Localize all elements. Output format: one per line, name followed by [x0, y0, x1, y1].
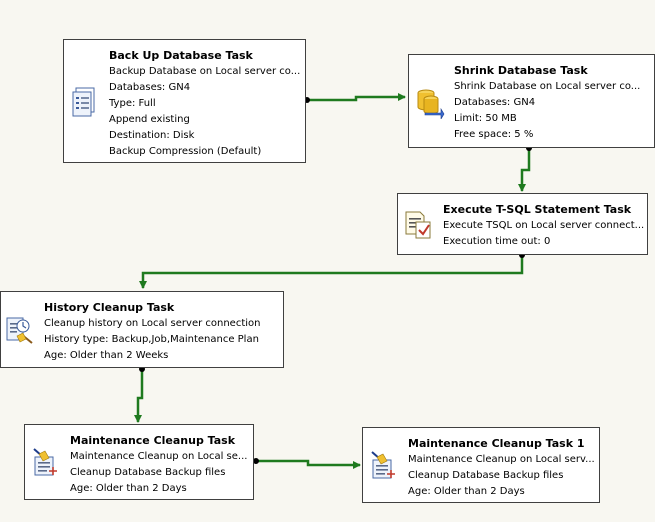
task-property: Databases: GN4	[454, 97, 536, 108]
connector-maint-to-maint1[interactable]	[256, 459, 361, 469]
task-backup-database[interactable]: Back Up Database Task Backup Database on…	[63, 39, 306, 163]
task-description: Backup Database on Local server co...	[109, 66, 301, 77]
task-title: Back Up Database Task	[109, 49, 253, 62]
connector-history-to-maint[interactable]	[134, 369, 144, 423]
task-property: Age: Older than 2 Days	[70, 483, 187, 494]
task-title: Maintenance Cleanup Task	[70, 434, 236, 447]
connector-shrink-to-tsql[interactable]	[518, 148, 531, 192]
connector-backup-to-shrink[interactable]	[307, 93, 406, 102]
maintenance-cleanup-icon	[31, 447, 61, 479]
task-title: History Cleanup Task	[44, 301, 175, 314]
task-property: Cleanup Database Backup files	[408, 470, 564, 481]
task-description: Cleanup history on Local server connecti…	[44, 318, 261, 329]
backup-database-icon	[71, 86, 101, 118]
task-title: Maintenance Cleanup Task 1	[408, 437, 585, 450]
task-shrink-database[interactable]: Shrink Database Task Shrink Database on …	[408, 54, 655, 148]
task-title: Shrink Database Task	[454, 64, 588, 77]
task-description: Maintenance Cleanup on Local serv...	[408, 454, 595, 465]
execute-tsql-icon	[404, 208, 434, 240]
task-property: History type: Backup,Job,Maintenance Pla…	[44, 334, 259, 345]
task-property: Cleanup Database Backup files	[70, 467, 226, 478]
task-description: Maintenance Cleanup on Local se...	[70, 451, 248, 462]
task-execute-tsql[interactable]: Execute T-SQL Statement Task Execute TSQ…	[397, 193, 648, 255]
connector-tsql-to-history[interactable]	[139, 255, 524, 289]
task-description: Shrink Database on Local server co...	[454, 81, 641, 92]
task-history-cleanup[interactable]: History Cleanup Task Cleanup history on …	[0, 291, 284, 368]
shrink-database-icon	[415, 87, 445, 121]
task-property: Limit: 50 MB	[454, 113, 517, 124]
task-property: Databases: GN4	[109, 82, 191, 93]
task-property: Type: Full	[109, 98, 156, 109]
task-property: Destination: Disk	[109, 130, 195, 141]
task-property: Age: Older than 2 Days	[408, 486, 525, 497]
task-description: Execute TSQL on Local server connect...	[443, 220, 645, 231]
history-cleanup-icon	[5, 314, 35, 346]
maintenance-cleanup-icon	[369, 450, 399, 482]
task-title: Execute T-SQL Statement Task	[443, 203, 632, 216]
task-property: Free space: 5 %	[454, 129, 534, 140]
task-maintenance-cleanup[interactable]: Maintenance Cleanup Task Maintenance Cle…	[24, 424, 254, 500]
task-maintenance-cleanup-1[interactable]: Maintenance Cleanup Task 1 Maintenance C…	[362, 427, 600, 503]
task-property: Append existing	[109, 114, 190, 125]
task-property: Backup Compression (Default)	[109, 146, 262, 157]
task-property: Age: Older than 2 Weeks	[44, 350, 169, 361]
task-property: Execution time out: 0	[443, 236, 551, 247]
